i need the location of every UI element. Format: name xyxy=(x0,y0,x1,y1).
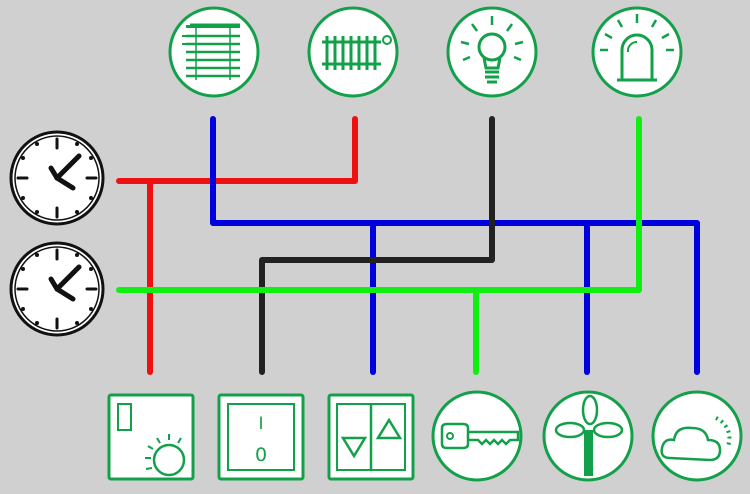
key-icon[interactable] xyxy=(431,390,523,482)
up-down-arrows-icon[interactable] xyxy=(327,393,415,481)
clocks xyxy=(9,130,105,337)
blue-line xyxy=(210,116,700,375)
blue-line-segment xyxy=(210,116,700,375)
top-devices xyxy=(168,6,683,98)
green-line-segment xyxy=(116,116,642,293)
venetian-blinds-icon[interactable] xyxy=(168,6,260,98)
cloud-sun-icon[interactable] xyxy=(651,390,743,482)
wiring xyxy=(116,116,700,375)
radiator-icon[interactable] xyxy=(307,6,399,98)
switch-on-label: I xyxy=(258,414,263,434)
black-line xyxy=(259,116,495,375)
red-line-segment xyxy=(116,116,358,184)
anemometer-icon[interactable] xyxy=(542,390,634,482)
switch-off-label: 0 xyxy=(255,444,267,466)
bottom-controls: I 0 xyxy=(107,390,743,482)
black-line-segment xyxy=(259,116,495,375)
light-bulb-icon[interactable] xyxy=(446,6,538,98)
thermostat-dial-icon[interactable] xyxy=(107,393,195,481)
beacon-light-icon[interactable] xyxy=(591,6,683,98)
green-line xyxy=(116,116,642,375)
red-line xyxy=(116,116,358,375)
clock-icon[interactable] xyxy=(9,241,105,337)
clock-icon[interactable] xyxy=(9,130,105,226)
rocker-switch-icon[interactable]: I 0 xyxy=(217,393,305,481)
